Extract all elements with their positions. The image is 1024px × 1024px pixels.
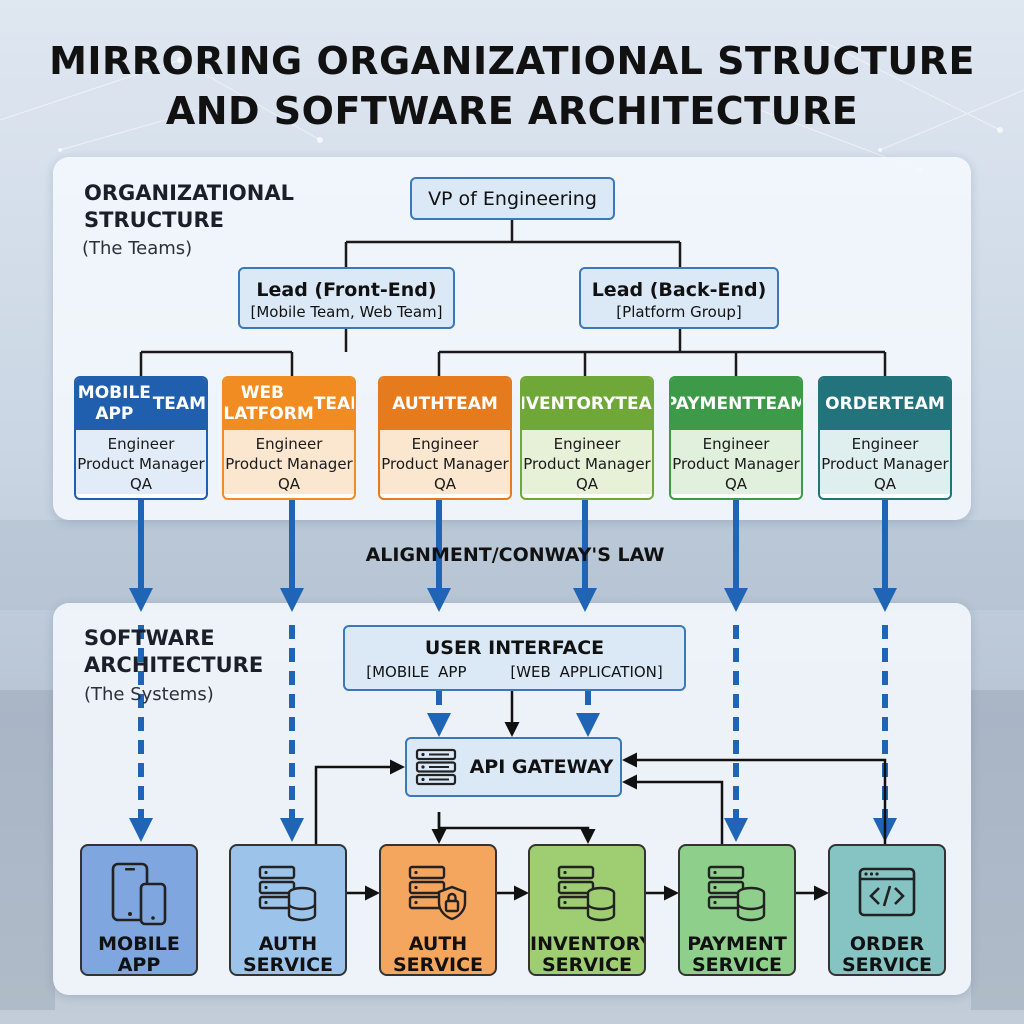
user-interface-title: USER INTERFACE [424,637,605,659]
lead-frontend-sub: [Mobile Team, Web Team] [250,303,443,321]
title-line-1: MIRRORING ORGANIZATIONAL STRUCTURE [49,39,975,83]
page-title: MIRRORING ORGANIZATIONAL STRUCTURE AND S… [0,36,1024,136]
vp-engineering-box: VP of Engineering [410,177,615,220]
server-database-icon [258,865,317,922]
title-line-2: AND SOFTWARE ARCHITECTURE [165,89,859,133]
vp-label: VP of Engineering [428,188,597,210]
team-header: WEB PLATFORMTEAM [224,378,354,430]
server-rack-icon [415,748,456,786]
lead-frontend-box: Lead (Front-End) [Mobile Team, Web Team] [238,267,455,329]
team-header: INVENTORYTEAM [522,378,652,430]
alignment-label: ALIGNMENT/CONWAY'S LAW [365,544,665,566]
org-section-subheading: (The Teams) [82,238,193,259]
arch-section-heading: SOFTWARE ARCHITECTURE [84,626,264,677]
server-database-icon [557,865,616,922]
arch-section-subheading: (The Systems) [84,684,214,705]
lead-backend-sub: [Platform Group] [616,303,742,321]
server-database-icon [707,865,766,922]
lead-frontend-title: Lead (Front-End) [256,279,437,301]
mobile-devices-icon [111,862,167,926]
api-gateway-box: API GATEWAY [405,737,622,797]
code-window-icon [858,867,916,917]
server-lock-icon [408,865,467,921]
api-gateway-label: API GATEWAY [469,756,614,778]
user-interface-box: USER INTERFACE [MOBILE APP [WEB APPLICAT… [343,625,686,691]
lead-backend-box: Lead (Back-End) [Platform Group] [579,267,779,329]
lead-backend-title: Lead (Back-End) [591,279,767,301]
org-section-heading: ORGANIZATIONAL STRUCTURE [84,181,294,232]
user-interface-sub: [MOBILE APP [WEB APPLICATION] [366,663,663,681]
